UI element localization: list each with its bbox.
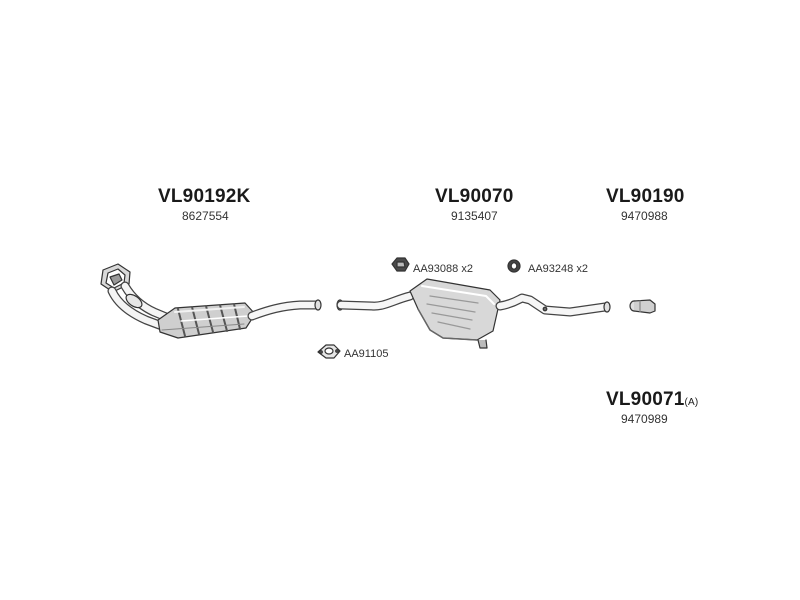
part-ref-middle-silencer: 9135407 (451, 209, 498, 223)
part-ref-rear: 9470988 (621, 209, 668, 223)
gasket-icon (317, 344, 341, 359)
accessory-label-aa91105: AA91105 (344, 348, 388, 360)
part-code-middle-silencer: VL90070 (435, 186, 514, 207)
accessory-qty: x2 (576, 263, 588, 275)
accessory-code: AA93088 (413, 263, 459, 275)
part-ref-catalytic: 8627554 (182, 209, 229, 223)
catalytic-converter-icon (157, 302, 256, 339)
rubber-ring-icon (507, 259, 521, 273)
accessory-qty: x2 (461, 263, 473, 275)
part-ref-tailpipe: 9470989 (621, 412, 668, 426)
accessory-code: AA91105 (344, 348, 389, 360)
accessory-label-aa93248: AA93248 x2 (528, 263, 588, 275)
downpipe-icon (107, 281, 171, 331)
part-code-tailpipe-suffix: (A) (684, 397, 699, 408)
front-pipe-icon (247, 299, 322, 321)
rubber-hanger-icon (391, 257, 410, 272)
part-code-catalytic: VL90192K (158, 186, 251, 207)
part-code-tailpipe-text: VL90071 (606, 389, 685, 410)
accessory-label-aa93088: AA93088 x2 (413, 263, 473, 275)
tailpipe-icon (629, 299, 656, 314)
accessory-code: AA93248 (528, 263, 574, 275)
middle-silencer-icon (336, 278, 611, 349)
part-code-rear: VL90190 (606, 186, 685, 207)
part-code-tailpipe: VL90071(A) (606, 389, 698, 411)
